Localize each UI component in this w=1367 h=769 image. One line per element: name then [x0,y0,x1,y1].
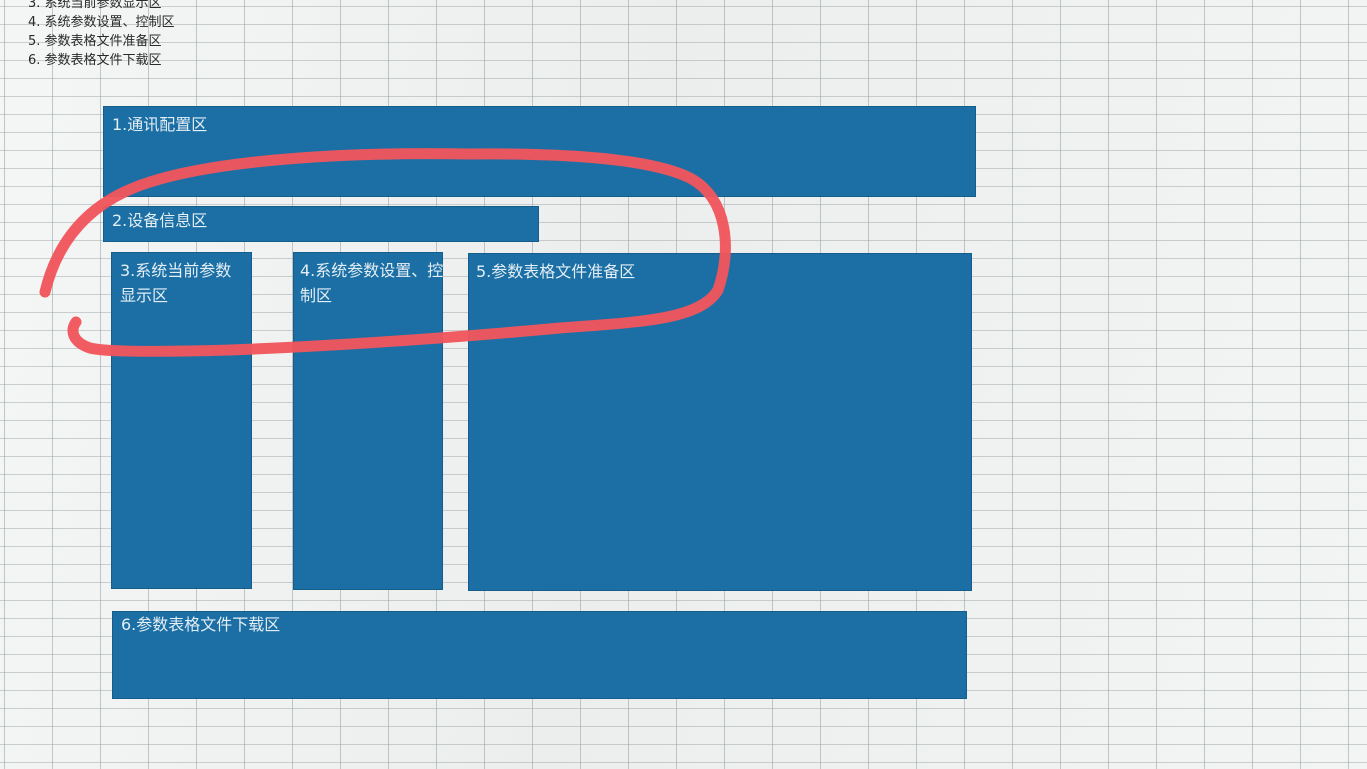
layout-notes: 3. 系统当前参数显示区 4. 系统参数设置、控制区 5. 参数表格文件准备区 … [28,0,175,70]
region-label: 5.参数表格文件准备区 [476,262,636,281]
param-settings-region[interactable]: 4.系统参数设置、控制区 [293,252,443,590]
table-prepare-region[interactable]: 5.参数表格文件准备区 [468,253,972,591]
device-info-region[interactable]: 2.设备信息区 [103,206,539,242]
current-params-region[interactable]: 3.系统当前参数显示区 [111,252,252,589]
note-line: 5. 参数表格文件准备区 [28,34,162,49]
region-label: 6.参数表格文件下载区 [121,615,281,634]
note-line: 6. 参数表格文件下载区 [28,53,162,68]
region-label: 2.设备信息区 [112,211,208,230]
region-label: 3.系统当前参数显示区 [120,261,232,305]
region-label: 1.通讯配置区 [112,115,208,134]
region-label: 4.系统参数设置、控制区 [300,261,444,305]
note-line: 4. 系统参数设置、控制区 [28,15,175,30]
note-line: 3. 系统当前参数显示区 [28,0,162,11]
comm-config-region[interactable]: 1.通讯配置区 [103,106,976,197]
table-download-region[interactable]: 6.参数表格文件下载区 [112,611,967,699]
